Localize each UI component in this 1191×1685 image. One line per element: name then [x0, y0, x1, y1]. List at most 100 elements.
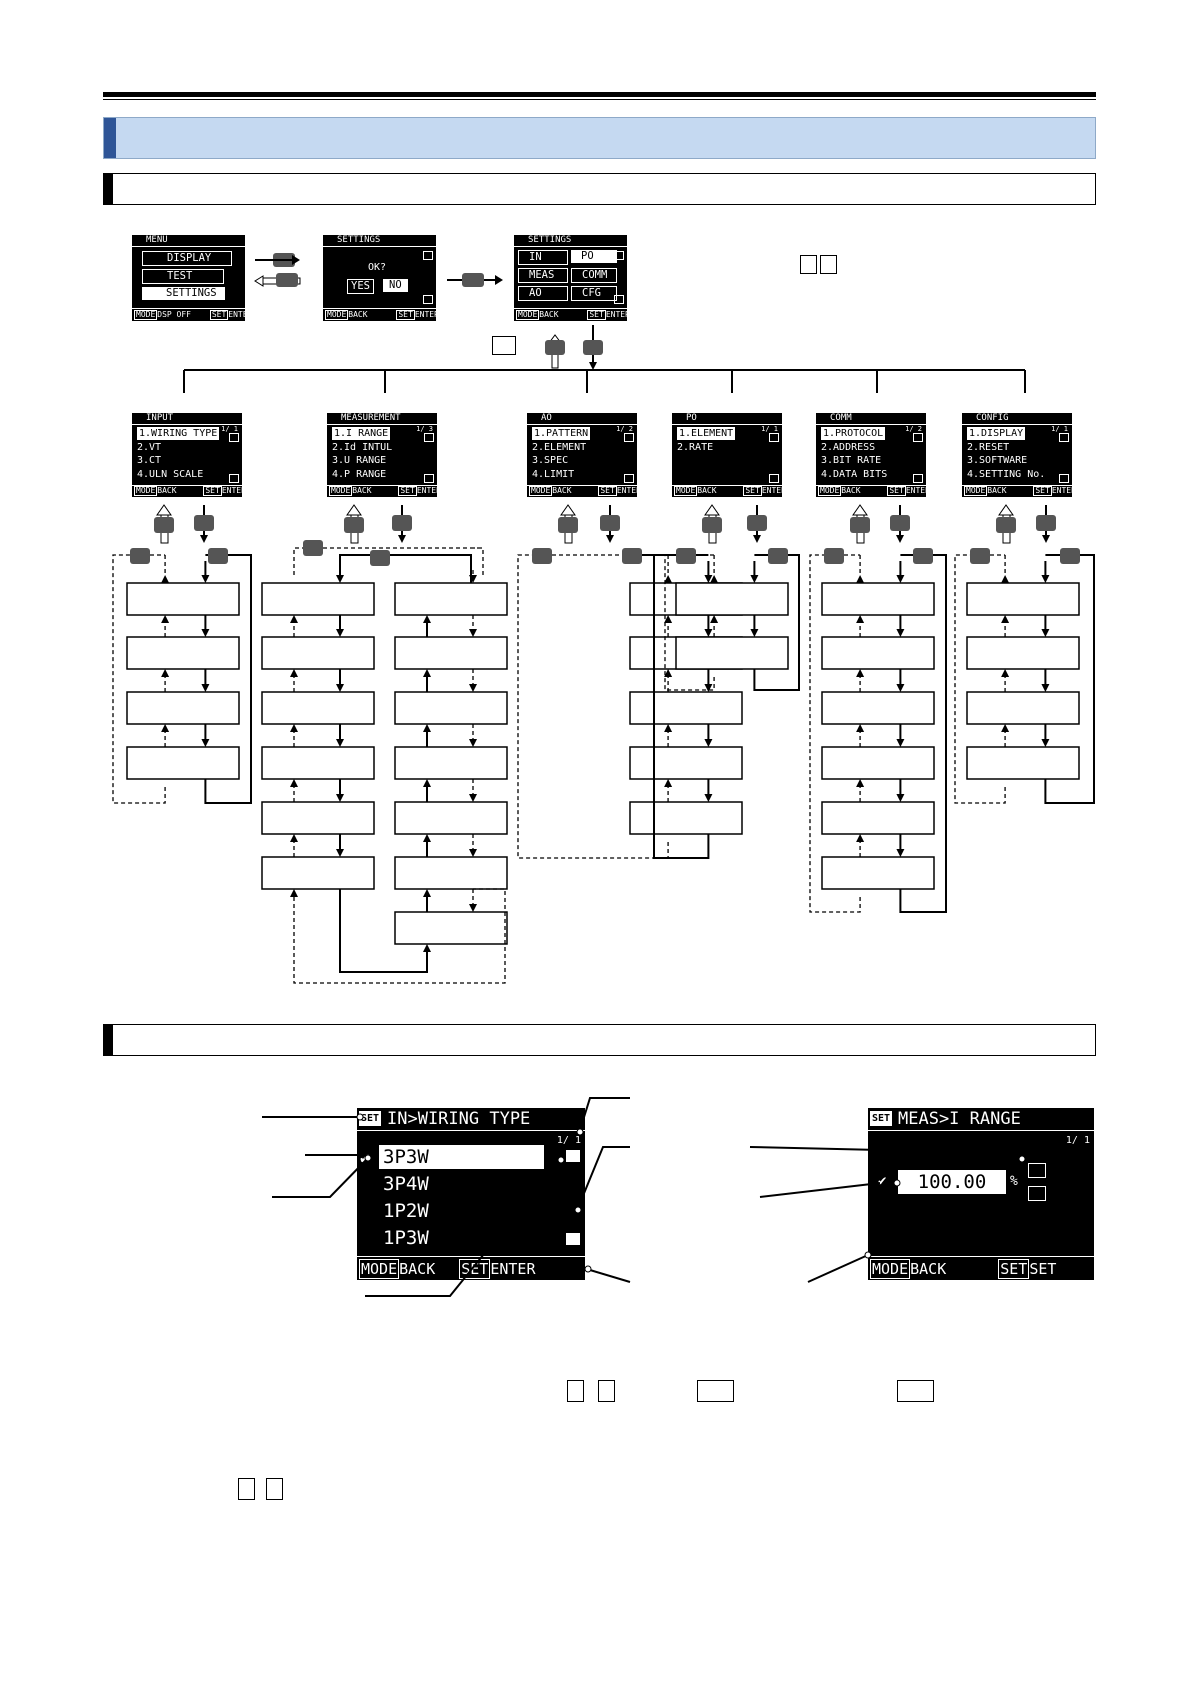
arrow-up	[1001, 669, 1010, 677]
arrow-down	[1041, 629, 1050, 637]
arrow-up	[290, 669, 298, 677]
divider	[527, 485, 637, 486]
setting-box	[261, 746, 375, 780]
arrow-up	[290, 724, 298, 732]
menu-option: 3.CT	[137, 455, 162, 466]
key-chip	[532, 548, 552, 564]
setting-box	[261, 856, 375, 890]
arrow-down	[336, 739, 344, 747]
footer-right: SET	[1029, 1260, 1057, 1278]
menu-option: 4.DATA BITS	[821, 468, 888, 480]
arrow-down	[336, 629, 344, 637]
key-chip	[913, 548, 933, 564]
set-key: SET	[743, 486, 762, 496]
arrow-down	[200, 535, 208, 543]
arrow-up	[856, 669, 865, 677]
arrow-up	[1001, 575, 1010, 583]
key-chip	[850, 517, 870, 533]
setting-box	[261, 801, 375, 835]
footer-right: ENTER	[416, 486, 437, 495]
menu-option: 3.SPEC	[532, 455, 569, 466]
arrow-up	[423, 615, 431, 623]
menu-option: 2.ADDRESS	[821, 441, 876, 453]
footer-right: ENTER	[605, 310, 627, 319]
settings-confirm-title: SETTINGS	[337, 235, 381, 245]
page-indicator: 1/ 1	[761, 425, 778, 433]
setting-box	[629, 691, 743, 725]
key-chip	[768, 548, 788, 564]
setting-box	[394, 856, 508, 890]
section-title-band	[103, 117, 1096, 159]
hollow-arrow-up	[346, 504, 362, 516]
arrow-up	[664, 669, 673, 677]
arrow-up	[856, 615, 865, 623]
callout-dot	[557, 1156, 565, 1164]
arrow-down	[589, 362, 597, 370]
setting-box	[126, 582, 240, 616]
mode-key: MODE	[529, 486, 553, 496]
set-key: SET	[587, 310, 606, 320]
arrow-up	[423, 889, 431, 897]
hollow-arrow-up	[998, 504, 1014, 516]
page-indicator: 1/ 1	[556, 1135, 581, 1146]
footer-left: BACK	[910, 1260, 947, 1278]
mode-key: MODE	[674, 486, 698, 496]
solid-loop	[204, 554, 252, 804]
arrow-down	[896, 629, 905, 637]
set-key: SET	[209, 310, 229, 320]
key-chip	[824, 548, 844, 564]
screen-title: IN>WIRING TYPE	[387, 1109, 531, 1129]
mode-key: MODE	[359, 1259, 400, 1279]
arrow-down	[896, 849, 905, 857]
arrow-up	[710, 575, 719, 583]
divider	[672, 485, 782, 486]
callout-dot	[864, 1251, 872, 1259]
key-chip	[276, 273, 298, 287]
key-box	[492, 336, 516, 355]
divider	[327, 424, 437, 425]
arrow-up	[1001, 724, 1010, 732]
arrow-up	[290, 834, 298, 842]
setting-box	[629, 801, 743, 835]
setting-box	[261, 582, 375, 616]
hollow-arrow-up	[156, 504, 172, 516]
menu-option: 1.PROTOCOL	[821, 427, 886, 440]
footer-left: BACK	[348, 310, 368, 319]
footer-left: BACK	[399, 1260, 436, 1278]
arrow-down	[336, 794, 344, 802]
set-key: SET	[398, 486, 417, 496]
decrement-icon	[1028, 1186, 1046, 1201]
arrow-up	[664, 779, 673, 787]
arrow-up	[423, 669, 431, 677]
setting-box	[821, 636, 935, 670]
arrow-up	[423, 944, 431, 952]
menu-option: 2.Id INTUL	[332, 441, 393, 453]
arrow-up	[856, 834, 865, 842]
grid-cell-po: PO	[571, 250, 617, 263]
arrow-right	[495, 275, 503, 285]
callout-line	[579, 1097, 630, 1131]
page-indicator: 1/ 2	[905, 425, 922, 433]
menu-option: 1.ELEMENT	[677, 427, 736, 440]
page-indicator: 1/ 1	[221, 425, 238, 433]
scroll-down-icon	[229, 474, 239, 483]
arrow-down	[896, 684, 905, 692]
screen-title: MEAS>I RANGE	[898, 1109, 1021, 1129]
arrow-down	[896, 739, 905, 747]
solid-loop	[753, 554, 800, 691]
scroll-up-icon	[424, 433, 434, 442]
scroll-down-icon	[424, 474, 434, 483]
arrow-up	[290, 615, 298, 623]
prompt: OK?	[368, 262, 387, 273]
key-chip	[208, 548, 228, 564]
footer-left: BACK	[552, 486, 572, 495]
scroll-up-icon	[624, 433, 634, 442]
menu-item-test: TEST	[142, 269, 225, 284]
arrow-down	[1041, 575, 1050, 583]
scroll-up-icon	[769, 433, 779, 442]
